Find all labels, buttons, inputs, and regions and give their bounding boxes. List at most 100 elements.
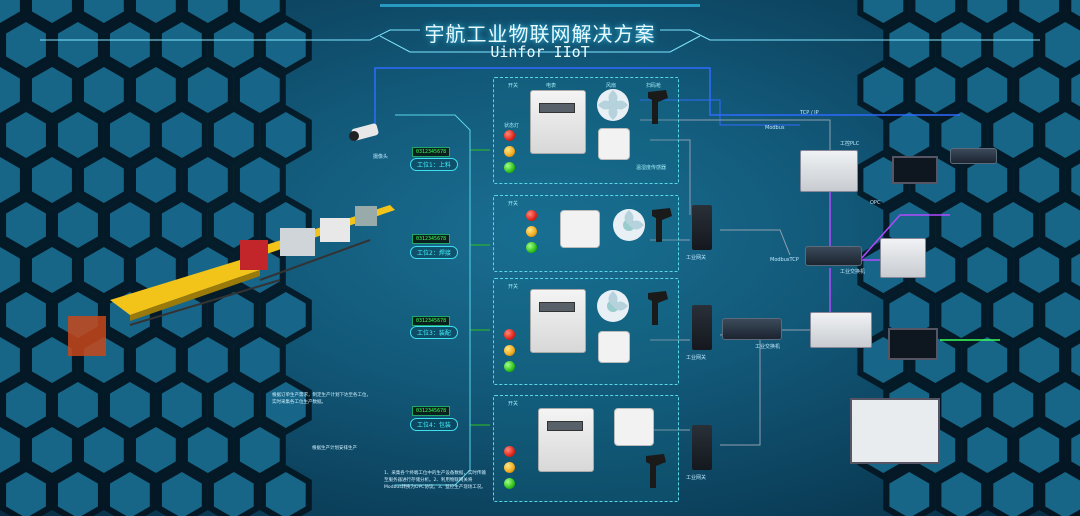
- hex-window: [187, 67, 228, 113]
- hex-window: [941, 472, 982, 516]
- hex-window: [58, 112, 98, 158]
- production-line: [110, 205, 395, 326]
- hex-window: [993, 112, 1034, 158]
- top-right-switch: [950, 148, 997, 164]
- hex-window: [84, 157, 124, 203]
- hex-window: [993, 22, 1034, 68]
- hex-window: [889, 202, 930, 248]
- hex-window: [1045, 202, 1080, 248]
- opc-label: OPC: [870, 200, 881, 206]
- hex-window: [84, 247, 124, 293]
- hmi-screen: [892, 156, 938, 184]
- station2-label[interactable]: 工位2：焊接: [410, 246, 458, 259]
- hex-window: [0, 0, 20, 23]
- hex-window: [239, 427, 280, 473]
- hex-window: [0, 247, 20, 293]
- hex-window: [967, 0, 1008, 23]
- electric-meter: [538, 408, 594, 472]
- hex-window: [1045, 22, 1080, 68]
- scanner-label: 扫码枪: [646, 83, 662, 89]
- hex-window: [136, 427, 176, 473]
- hex-window: [1019, 0, 1060, 23]
- bottom-note: 1、采集各个终端工位中的生产设备数据，实时传输至服务器进行存储分析。2、利用物联…: [384, 471, 486, 490]
- hex-window: [265, 112, 306, 158]
- hex-window: [941, 292, 982, 338]
- hex-window: [58, 472, 98, 516]
- fan-icon: [597, 89, 629, 121]
- hex-window: [161, 472, 202, 516]
- hex-window: [993, 292, 1034, 338]
- orange-cabinet: [68, 316, 106, 356]
- hex-window: [32, 247, 72, 293]
- hex-window: [1045, 112, 1080, 158]
- hex-window: [265, 22, 306, 68]
- hex-window: [967, 337, 1008, 383]
- hex-window: [265, 472, 306, 516]
- hex-window: [32, 337, 72, 383]
- hex-window: [1045, 292, 1080, 338]
- hex-window: [993, 202, 1034, 248]
- hex-window: [1071, 253, 1080, 287]
- hex-window: [265, 382, 306, 428]
- station3-label[interactable]: 工位3：装配: [410, 326, 458, 339]
- scanner-icon: [648, 90, 668, 124]
- hex-window: [187, 427, 228, 473]
- meter-label: 电表: [546, 83, 557, 89]
- hex-window: [136, 337, 176, 383]
- hex-window: [967, 157, 1008, 203]
- modbus-label: Modbus: [765, 125, 785, 131]
- hex-window: [941, 382, 982, 428]
- hex-window: [863, 0, 904, 23]
- hex-window: [1019, 247, 1060, 293]
- station1-label[interactable]: 工位1：上料: [410, 158, 458, 171]
- station3-code: 0312345678: [412, 316, 451, 326]
- dashboard-monitor: [850, 398, 940, 464]
- env-sensor: [598, 128, 630, 160]
- station4-label[interactable]: 工位4：包装: [410, 418, 458, 431]
- hex-window: [941, 202, 982, 248]
- hex-window: [213, 202, 254, 248]
- indicator-label: 状态灯: [504, 123, 520, 129]
- hex-window: [967, 67, 1008, 113]
- hex-window: [1071, 73, 1080, 107]
- scanner-icon: [648, 291, 668, 325]
- hex-window: [110, 472, 150, 516]
- env-sensor: [598, 331, 630, 363]
- station2-code: 0312345678: [412, 234, 451, 244]
- station3-panel: 开关: [493, 278, 679, 385]
- scanner-icon: [646, 454, 666, 488]
- hex-window: [58, 382, 98, 428]
- switch-label: 开关: [508, 201, 519, 207]
- hex-window: [265, 292, 306, 338]
- hex-window: [213, 382, 254, 428]
- hex-window: [6, 472, 46, 516]
- hex-window: [187, 157, 228, 203]
- yellow-lamp: [504, 462, 515, 473]
- hex-window: [239, 157, 280, 203]
- env-sensor: [560, 210, 600, 248]
- hex-window: [1045, 472, 1080, 516]
- page-title: 宇航工业物联网解决方案: [424, 22, 656, 46]
- camera-label: 摄像头: [373, 154, 389, 160]
- gateway-1: [692, 205, 712, 250]
- hex-window: [863, 67, 904, 113]
- hex-window: [889, 292, 930, 338]
- monitor-right: [888, 328, 938, 360]
- env-sensor-label: 温湿度传感器: [636, 165, 667, 171]
- hex-window: [84, 67, 124, 113]
- fan-label: 风扇: [606, 83, 617, 89]
- hex-window: [213, 22, 254, 68]
- hex-window: [32, 157, 72, 203]
- hex-window: [6, 292, 46, 338]
- yellow-lamp: [504, 345, 515, 356]
- hex-window: [993, 382, 1034, 428]
- hex-window: [161, 112, 202, 158]
- switch-label: 开关: [508, 284, 519, 290]
- hex-window: [213, 292, 254, 338]
- hex-window: [187, 0, 228, 23]
- main-switch-label: 工业交换机: [755, 344, 781, 350]
- red-lamp: [504, 329, 515, 340]
- hex-window: [1019, 67, 1060, 113]
